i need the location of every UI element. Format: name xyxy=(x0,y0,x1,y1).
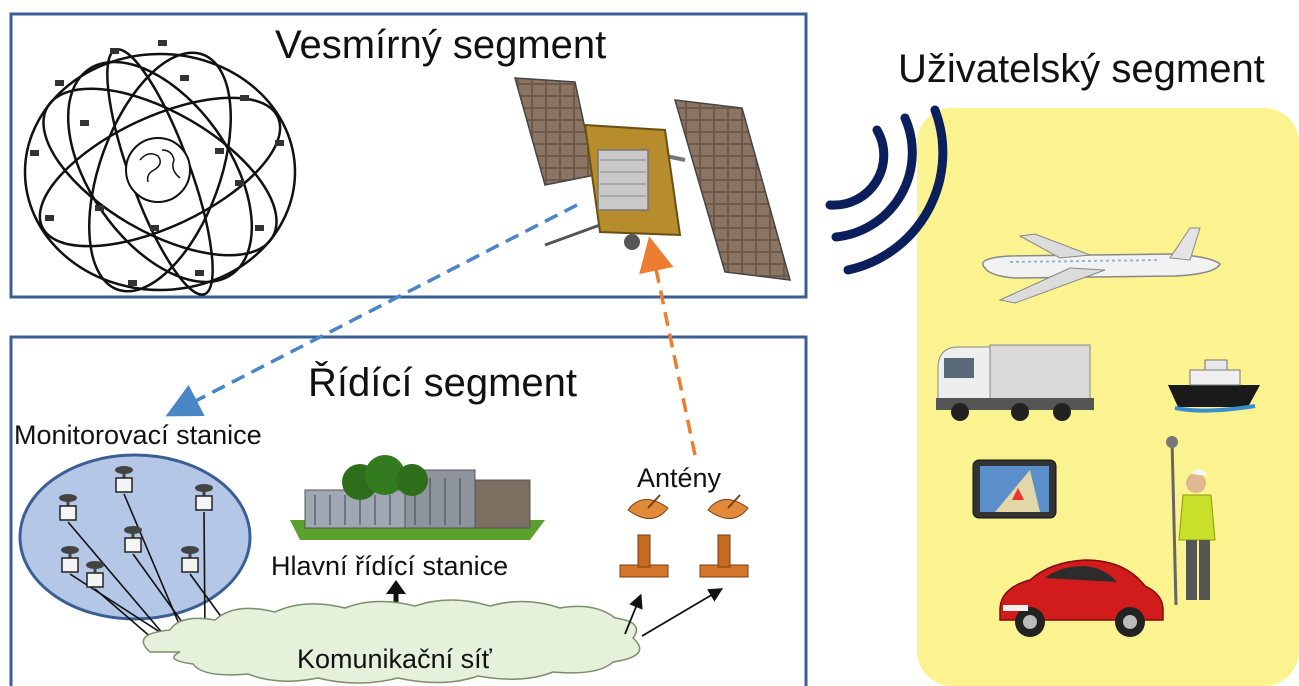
user-segment-title: Uživatelský segment xyxy=(898,47,1265,91)
station-link-arrow xyxy=(123,493,188,641)
space-segment-title: Vesmírný segment xyxy=(275,23,606,67)
ground-antenna-icon xyxy=(619,494,669,578)
ship-icon xyxy=(1168,359,1260,413)
monitoring-stations-label: Monitorovací stanice xyxy=(14,420,262,450)
space-segment-panel: Vesmírný segment xyxy=(9,12,808,299)
monitoring-station-icon xyxy=(115,466,133,493)
downlink-arrow xyxy=(165,203,578,417)
ground-antenna-icon xyxy=(699,494,749,578)
monitoring-station-icon xyxy=(86,561,104,588)
master-control-building-icon xyxy=(290,455,545,540)
satellite-icon xyxy=(513,77,792,281)
station-link-arrow xyxy=(198,511,212,639)
communication-network-cloud xyxy=(142,599,641,684)
control-segment-title: Řídící segment xyxy=(308,360,577,405)
uplink-arrow xyxy=(639,236,697,456)
airplane-icon xyxy=(982,227,1221,304)
monitoring-stations-area xyxy=(18,453,252,621)
gps-constellation-icon xyxy=(23,40,297,296)
communication-network-label: Komunikační síť xyxy=(297,644,493,674)
car-icon xyxy=(999,559,1164,637)
user-segment-panel: Uživatelský segment xyxy=(825,47,1299,686)
surveyor-icon xyxy=(1166,436,1216,606)
master-control-station-label: Hlavní řídící stanice xyxy=(271,551,508,581)
monitoring-station-icon xyxy=(61,546,79,573)
gps-navigator-icon xyxy=(972,459,1057,519)
control-segment-panel: Řídící segment Monitorovací stanice Hlav… xyxy=(9,335,808,686)
monitoring-station-icon xyxy=(124,526,142,553)
station-link-arrow xyxy=(67,521,173,645)
monitoring-station-icon xyxy=(59,494,77,521)
monitoring-station-icon xyxy=(181,546,199,573)
antennas-label: Antény xyxy=(637,463,722,493)
signal-waves-icon xyxy=(825,105,948,275)
truck-icon xyxy=(936,344,1094,421)
monitoring-station-icon xyxy=(195,484,213,511)
